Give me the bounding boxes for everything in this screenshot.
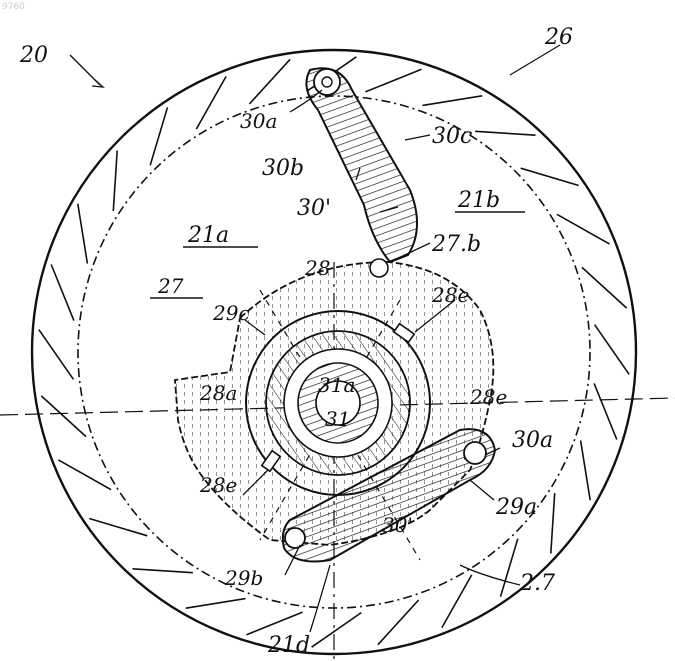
ring-dash-mark (186, 599, 246, 609)
ring-dash-mark (501, 539, 518, 597)
label-ref-21d: 21d (267, 633, 310, 658)
label-ref-30b: 30b (262, 156, 304, 181)
label-ref-28-top: 28 (304, 256, 330, 280)
ring-dash-mark (133, 569, 193, 573)
label-ref-29b: 29b (224, 566, 263, 590)
ring-dash-mark (594, 383, 617, 439)
label-ref-28e-lower: 28e (199, 473, 237, 497)
label-ref-27-bottom: 2.7 (519, 571, 555, 596)
label-ref-28a-left: 28a (199, 381, 237, 405)
ring-dash-mark (581, 441, 591, 501)
ring-dash-mark (113, 151, 117, 211)
label-ref-30d: 30' (297, 196, 331, 221)
label-ref-31: 31 (325, 407, 350, 431)
ring-dash-mark (595, 325, 630, 375)
ring-dash-mark (89, 519, 147, 536)
label-ref-21a: 21a (187, 223, 229, 248)
label-ref-28e-right: 28e (469, 385, 507, 409)
figure-stamp: 9760 (2, 2, 25, 12)
ring-dash-mark (247, 612, 303, 635)
ring-dash-mark (378, 600, 419, 645)
ring-dash-mark (41, 396, 86, 437)
ring-dash-mark (551, 493, 555, 553)
label-ref-30a-top: 30a (240, 109, 277, 133)
ring-dash-mark (475, 131, 535, 135)
ring-dash-mark (365, 69, 421, 92)
ring-dash-mark (312, 613, 362, 648)
label-ref-28e-upper: 28e (431, 283, 469, 307)
label-ref-30a-right: 30a (512, 428, 553, 453)
label-ref-21b: 21b (457, 188, 500, 213)
upper-linkage-arm (306, 68, 417, 262)
ring-dash-mark (39, 330, 74, 380)
ring-dash-mark (582, 267, 627, 308)
label-ref-26: 26 (544, 25, 573, 50)
label-ref-27b: 27.b (431, 232, 481, 257)
ring-dash-mark (150, 107, 167, 165)
ring-dash-mark (557, 214, 610, 244)
ring-dash-mark (423, 96, 483, 106)
ring-dash-mark (78, 204, 88, 264)
label-ref-30c: 30c (432, 124, 472, 149)
ring-dash-mark (521, 168, 579, 185)
ring-dash-mark (51, 265, 74, 321)
label-ref-29a: 29a (495, 495, 537, 520)
ring-dash-mark (249, 59, 290, 104)
label-ref-30prime-lower: 30' (382, 513, 413, 537)
label-ref-27-left: 27 (157, 274, 184, 298)
label-ref-31a: 31a (318, 373, 355, 397)
label-ref-20: 20 (19, 43, 48, 68)
label-ref-29c: 29c (212, 301, 250, 325)
